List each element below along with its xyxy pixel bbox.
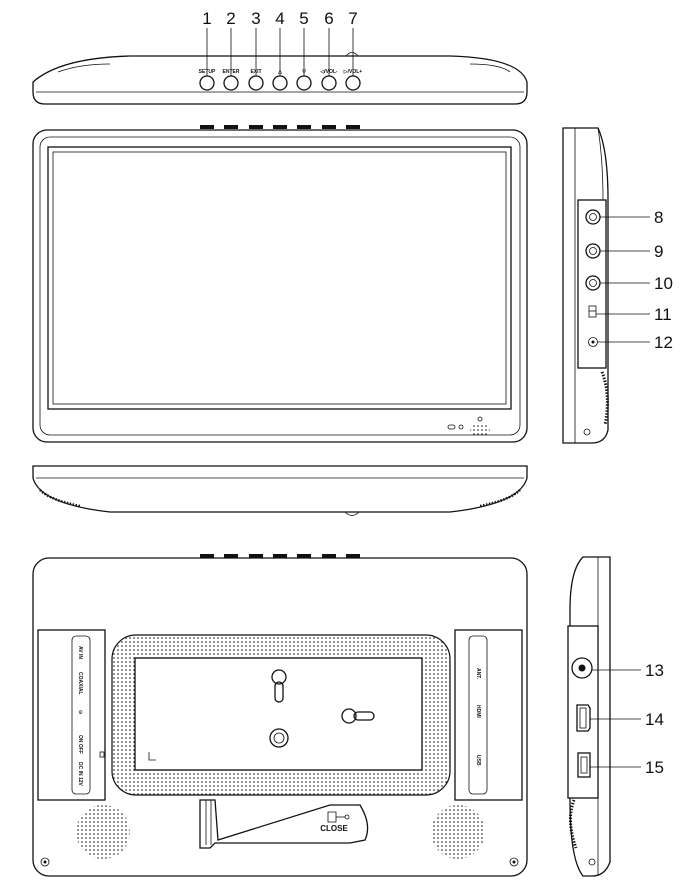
right-port-labels: ANT. HDMI USB bbox=[475, 668, 481, 766]
callout-4: 4 bbox=[275, 9, 284, 28]
keyhole-right-icon bbox=[341, 708, 375, 724]
top-view: SETUP ENTER EXIT △ ▽ ◁/VOL- ▷/VOL+ 1 2 3… bbox=[32, 9, 528, 105]
screw-hole-icon bbox=[269, 728, 289, 748]
callout-3: 3 bbox=[251, 9, 260, 28]
usb-label: USB bbox=[475, 755, 481, 766]
coaxial-label: COAXIAL bbox=[77, 672, 83, 695]
left-port-labels: AV IN COAXIAL ⊙ ON OFF DC IN 12V bbox=[77, 646, 83, 787]
side-back-callouts: 13 14 15 bbox=[590, 661, 664, 777]
side-view-front: 8 9 10 11 12 bbox=[562, 127, 673, 444]
front-bezel bbox=[32, 129, 528, 443]
back-port-panel bbox=[567, 625, 599, 799]
top-callouts: 1 2 3 4 5 6 7 bbox=[202, 9, 358, 76]
lock-icon bbox=[327, 811, 350, 823]
right-port-panel bbox=[454, 629, 523, 801]
callout-7: 7 bbox=[348, 9, 357, 28]
on-off-label: ON OFF bbox=[77, 735, 83, 754]
jack-10-icon bbox=[585, 275, 601, 291]
bottom-view bbox=[32, 465, 528, 516]
enter-button[interactable] bbox=[223, 75, 239, 91]
callout-12: 12 bbox=[654, 333, 673, 352]
jack-12-icon bbox=[588, 337, 598, 347]
front-speaker-grille bbox=[470, 423, 490, 437]
usb-port-icon bbox=[577, 752, 591, 778]
callout-14: 14 bbox=[645, 710, 664, 729]
mount-plate bbox=[134, 657, 423, 771]
callout-15: 15 bbox=[645, 758, 664, 777]
back-top-button-strips bbox=[200, 554, 360, 558]
side-view-back: 13 14 15 bbox=[567, 556, 664, 877]
callout-2: 2 bbox=[226, 9, 235, 28]
callout-6: 6 bbox=[324, 9, 333, 28]
up-label: △ bbox=[277, 69, 282, 75]
vol-up-button[interactable] bbox=[345, 75, 361, 91]
callout-13: 13 bbox=[645, 661, 664, 680]
down-button[interactable] bbox=[296, 75, 312, 91]
hdmi-label: HDMI bbox=[475, 705, 481, 718]
dc-in-label: DC IN 12V bbox=[77, 762, 83, 787]
switch-11-icon bbox=[588, 305, 597, 318]
antenna-jack-icon bbox=[571, 657, 593, 679]
screw-bl-icon bbox=[40, 857, 50, 867]
av-in-label: AV IN bbox=[77, 646, 83, 659]
down-label: ▽ bbox=[301, 69, 306, 75]
up-button[interactable] bbox=[272, 75, 288, 91]
power-led-icon bbox=[458, 424, 464, 430]
stand: CLOSE bbox=[199, 799, 369, 849]
exit-button[interactable] bbox=[248, 75, 264, 91]
ant-label: ANT. bbox=[475, 668, 481, 680]
callout-5: 5 bbox=[299, 9, 308, 28]
front-view bbox=[32, 125, 528, 443]
callout-9: 9 bbox=[654, 242, 663, 261]
left-speaker-grille bbox=[76, 805, 130, 859]
screen bbox=[47, 146, 512, 410]
ir-sensor-icon bbox=[447, 424, 456, 430]
callout-10: 10 bbox=[654, 274, 673, 293]
front-top-button-strips bbox=[200, 125, 360, 129]
stand-close-label: CLOSE bbox=[320, 824, 348, 833]
screw-br-icon bbox=[509, 857, 519, 867]
jack-9-icon bbox=[585, 243, 601, 259]
callout-11: 11 bbox=[654, 305, 672, 324]
keyhole-top-icon bbox=[271, 669, 287, 703]
hdmi-port-icon bbox=[576, 704, 591, 732]
vol-up-label: ▷/VOL+ bbox=[343, 69, 363, 75]
jack-8-icon bbox=[585, 209, 601, 225]
back-view: AV IN COAXIAL ⊙ ON OFF DC IN 12V ANT. HD… bbox=[32, 554, 528, 877]
right-speaker-grille bbox=[431, 805, 485, 859]
left-port-panel bbox=[37, 629, 106, 801]
vol-down-button[interactable] bbox=[321, 75, 337, 91]
headphone-label: ⊙ bbox=[77, 710, 83, 714]
setup-button[interactable] bbox=[199, 75, 215, 91]
callout-8: 8 bbox=[654, 208, 663, 227]
callout-1: 1 bbox=[202, 9, 211, 28]
front-indicators bbox=[447, 416, 490, 437]
side-front-callouts: 8 9 10 11 12 bbox=[596, 208, 673, 352]
